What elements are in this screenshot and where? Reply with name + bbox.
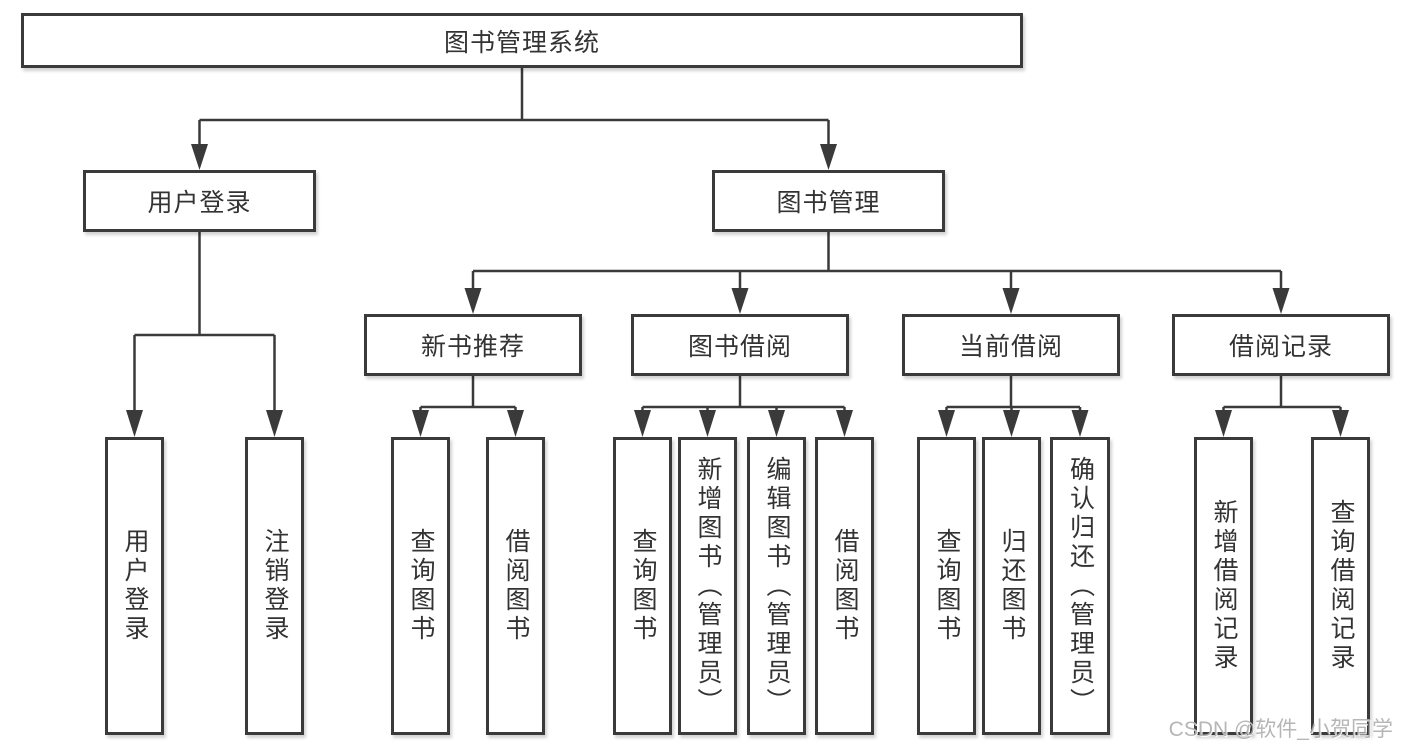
leaf-query-books-recommend-label: 查询图书 <box>407 528 435 644</box>
node-book-management-label: 图书管理 <box>776 189 881 217</box>
leaf-return-books-label: 归还图书 <box>998 528 1026 644</box>
leaf-borrow-books-recommend-label: 借阅图书 <box>502 528 530 644</box>
connector-newbook-to-leaves <box>419 376 517 413</box>
leaf-borrow-books-borrowing-label: 借阅图书 <box>831 528 859 644</box>
node-library-system: 图书管理系统 <box>21 13 1023 68</box>
node-borrowing-records: 借阅记录 <box>1172 314 1390 376</box>
leaf-borrow-books-borrowing: 借阅图书 <box>815 437 874 735</box>
leaf-add-books-admin-label: 新增图书（管理员） <box>694 455 722 717</box>
leaf-query-books-borrowing-label: 查询图书 <box>629 528 657 644</box>
node-new-book-recommend-label: 新书推荐 <box>420 333 525 361</box>
node-user-login: 用户登录 <box>83 170 316 232</box>
leaf-logout: 注销登录 <box>245 437 304 735</box>
node-current-borrowing: 当前借阅 <box>902 314 1120 376</box>
node-library-system-label: 图书管理系统 <box>443 28 600 57</box>
connector-borrow-to-leaves <box>641 376 846 413</box>
leaf-query-books-recommend: 查询图书 <box>391 437 450 735</box>
connector-root-to-level2 <box>198 68 830 146</box>
csdn-watermark: CSDN @软件_小贺同学 <box>1168 718 1393 741</box>
node-book-management: 图书管理 <box>712 170 945 232</box>
leaf-query-books-borrowing: 查询图书 <box>613 437 672 735</box>
node-user-login-label: 用户登录 <box>147 189 252 217</box>
leaf-add-borrow-record: 新增借阅记录 <box>1194 437 1253 735</box>
leaf-user-login: 用户登录 <box>105 437 164 735</box>
connector-current-to-leaves <box>945 376 1082 413</box>
leaf-query-borrow-record-label: 查询借阅记录 <box>1327 499 1355 673</box>
leaf-edit-books-admin: 编辑图书（管理员） <box>747 437 806 735</box>
node-current-borrowing-label: 当前借阅 <box>958 333 1063 361</box>
connector-bookmgmt-to-level3 <box>471 232 1283 290</box>
arrowheads <box>126 144 1349 437</box>
leaf-query-books-current-label: 查询图书 <box>933 528 961 644</box>
leaf-add-books-admin: 新增图书（管理员） <box>678 437 737 735</box>
leaf-confirm-return-admin: 确认归还（管理员） <box>1050 437 1110 735</box>
leaf-return-books: 归还图书 <box>982 437 1041 735</box>
connector-userlogin-to-leaves <box>133 232 276 413</box>
leaf-add-borrow-record-label: 新增借阅记录 <box>1210 499 1238 673</box>
leaf-logout-label: 注销登录 <box>261 528 289 644</box>
node-book-borrowing-label: 图书借阅 <box>687 333 792 361</box>
node-borrowing-records-label: 借阅记录 <box>1228 333 1333 361</box>
leaf-query-books-current: 查询图书 <box>917 437 976 735</box>
node-new-book-recommend: 新书推荐 <box>364 314 582 376</box>
node-book-borrowing: 图书借阅 <box>631 314 849 376</box>
leaf-confirm-return-admin-label: 确认归还（管理员） <box>1066 455 1095 717</box>
connector-records-to-leaves <box>1222 376 1342 413</box>
leaf-query-borrow-record: 查询借阅记录 <box>1311 437 1370 735</box>
leaf-borrow-books-recommend: 借阅图书 <box>486 437 545 735</box>
leaf-edit-books-admin-label: 编辑图书（管理员） <box>763 455 791 717</box>
leaf-user-login-label: 用户登录 <box>121 528 149 644</box>
